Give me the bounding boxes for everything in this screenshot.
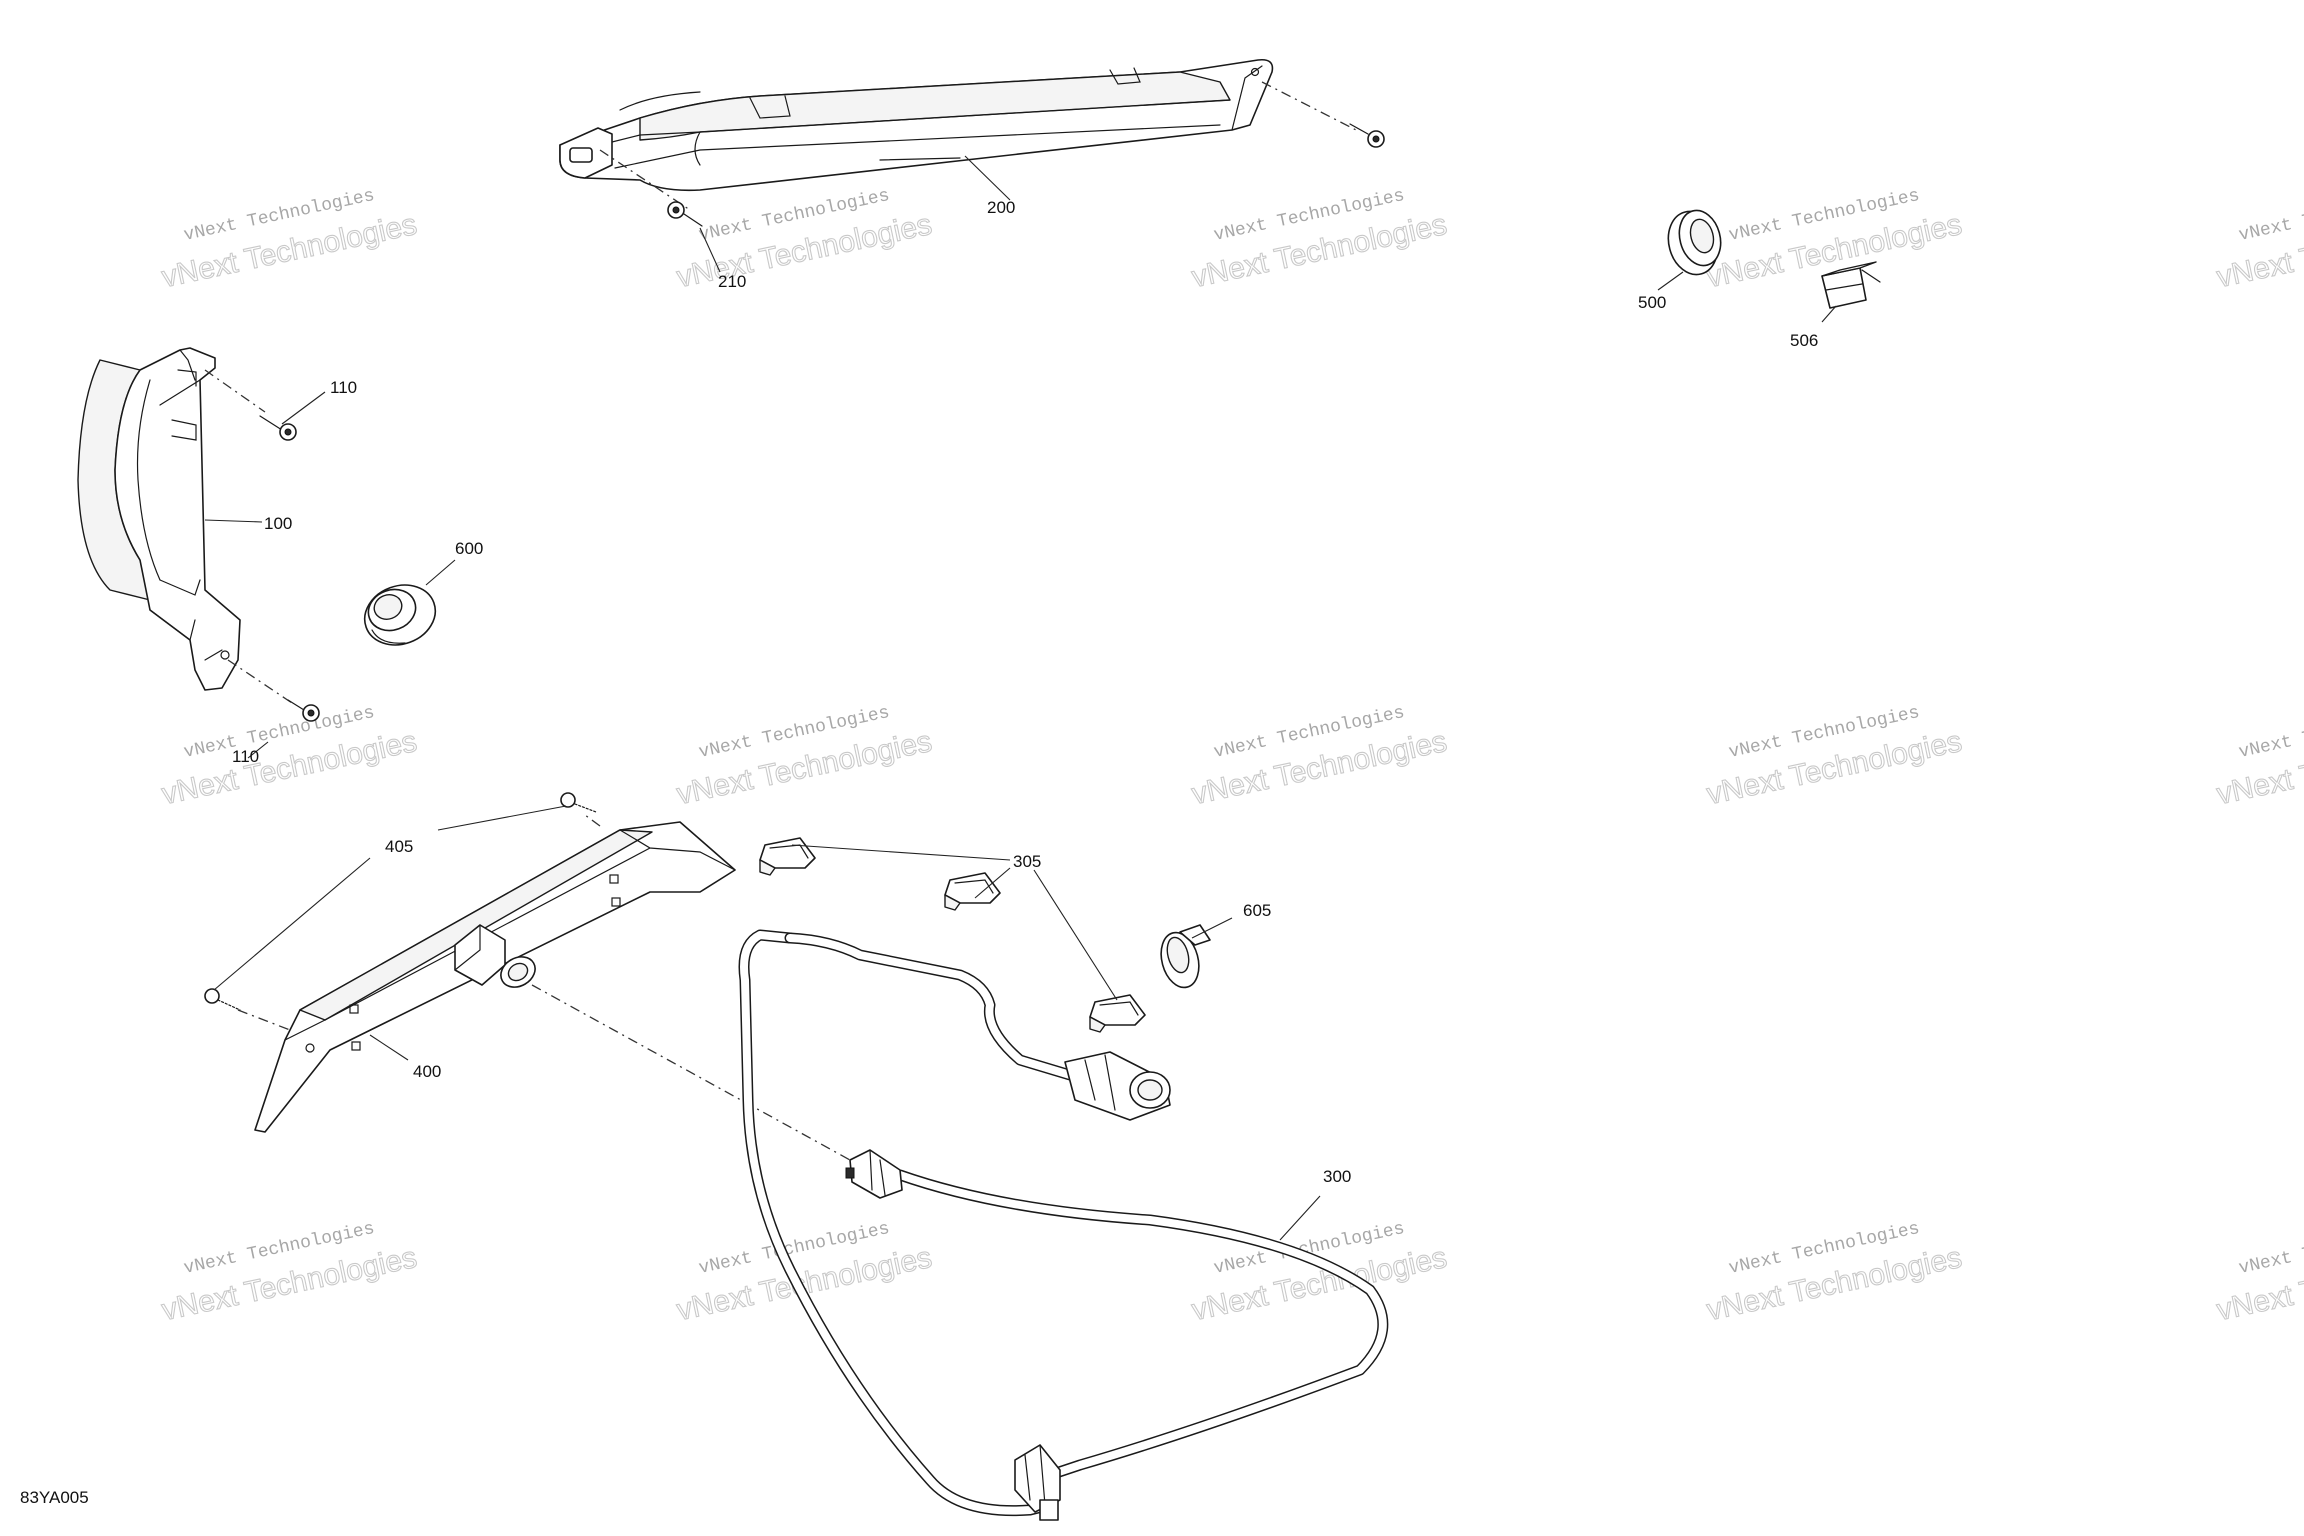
callout-400: 400 [413, 1062, 441, 1081]
part-405-screw-top [560, 792, 601, 827]
part-100-housing [77, 347, 241, 691]
harness-connector-lower [1014, 1444, 1061, 1521]
watermark-r1c5: vNext Technologies vNext Technologies [2213, 186, 2304, 295]
part-506-clip [1821, 261, 1881, 309]
watermark-text: vNext Technologies [2237, 1219, 2304, 1279]
watermark-r3c5: vNext Technologies vNext Technologies [2213, 1219, 2304, 1328]
part-210-screw-right [1261, 81, 1385, 148]
watermark-r3c1: vNext Technologies vNext Technologies [158, 1219, 420, 1328]
part-300-harness [738, 929, 1389, 1521]
assembly-axis-connector [531, 984, 851, 1161]
part-110-screw-bottom [227, 659, 320, 722]
leader-lines [204, 155, 1837, 1241]
callout-300: 300 [1323, 1167, 1351, 1186]
callout-405: 405 [385, 837, 413, 856]
part-500-ring [1667, 209, 1722, 276]
watermark-r3c2: vNext Technologies vNext Technologies [673, 1219, 935, 1328]
callout-500: 500 [1638, 293, 1666, 312]
part-305-clip-1 [759, 837, 816, 876]
callout-labels: 200 210 110 100 600 110 405 305 605 400 … [232, 198, 1818, 1186]
callout-210: 210 [718, 272, 746, 291]
callout-605: 605 [1243, 901, 1271, 920]
callout-600: 600 [455, 539, 483, 558]
callout-200: 200 [987, 198, 1015, 217]
part-605-clamp [1160, 924, 1211, 989]
callout-506: 506 [1790, 331, 1818, 350]
part-110-screw-top [204, 369, 297, 441]
part-200-bracket [559, 58, 1274, 192]
harness-connector-upper [1064, 1051, 1171, 1121]
part-400-light-bar [254, 821, 736, 1133]
watermark-r1c1: vNext Technologies vNext Technologies [158, 186, 420, 295]
watermark-r1c3: vNext Technologies vNext Technologies [1188, 186, 1450, 295]
part-305-clip-3 [1089, 994, 1146, 1033]
watermark-r2c4: vNext Technologies vNext Technologies [1703, 703, 1965, 812]
figure-code: 83YA005 [20, 1488, 89, 1507]
part-305-clip-2 [944, 872, 1001, 911]
watermark-text: vNext Technologies [2237, 186, 2304, 246]
watermark-text: vNext Technologies [2237, 703, 2304, 763]
watermark-r2c3: vNext Technologies vNext Technologies [1188, 703, 1450, 812]
callout-305: 305 [1013, 852, 1041, 871]
watermark-layer: vNext Technologies vNext Technologies vN… [158, 186, 2304, 1328]
part-405-screw-bottom [204, 988, 291, 1031]
watermark-r2c5: vNext Technologies vNext Technologies [2213, 703, 2304, 812]
callout-110-top: 110 [330, 378, 357, 397]
part-600-grommet [363, 584, 437, 646]
watermark-r2c2: vNext Technologies vNext Technologies [673, 703, 935, 812]
part-210-screw [599, 149, 703, 227]
watermark-r2c1: vNext Technologies vNext Technologies [158, 703, 420, 812]
callout-110-bottom: 110 [232, 747, 259, 766]
harness-connector-middle [845, 1149, 903, 1199]
callout-100: 100 [264, 514, 292, 533]
watermark-r1c2: vNext Technologies vNext Technologies [673, 186, 935, 295]
watermark-r3c4: vNext Technologies vNext Technologies [1703, 1219, 1965, 1328]
